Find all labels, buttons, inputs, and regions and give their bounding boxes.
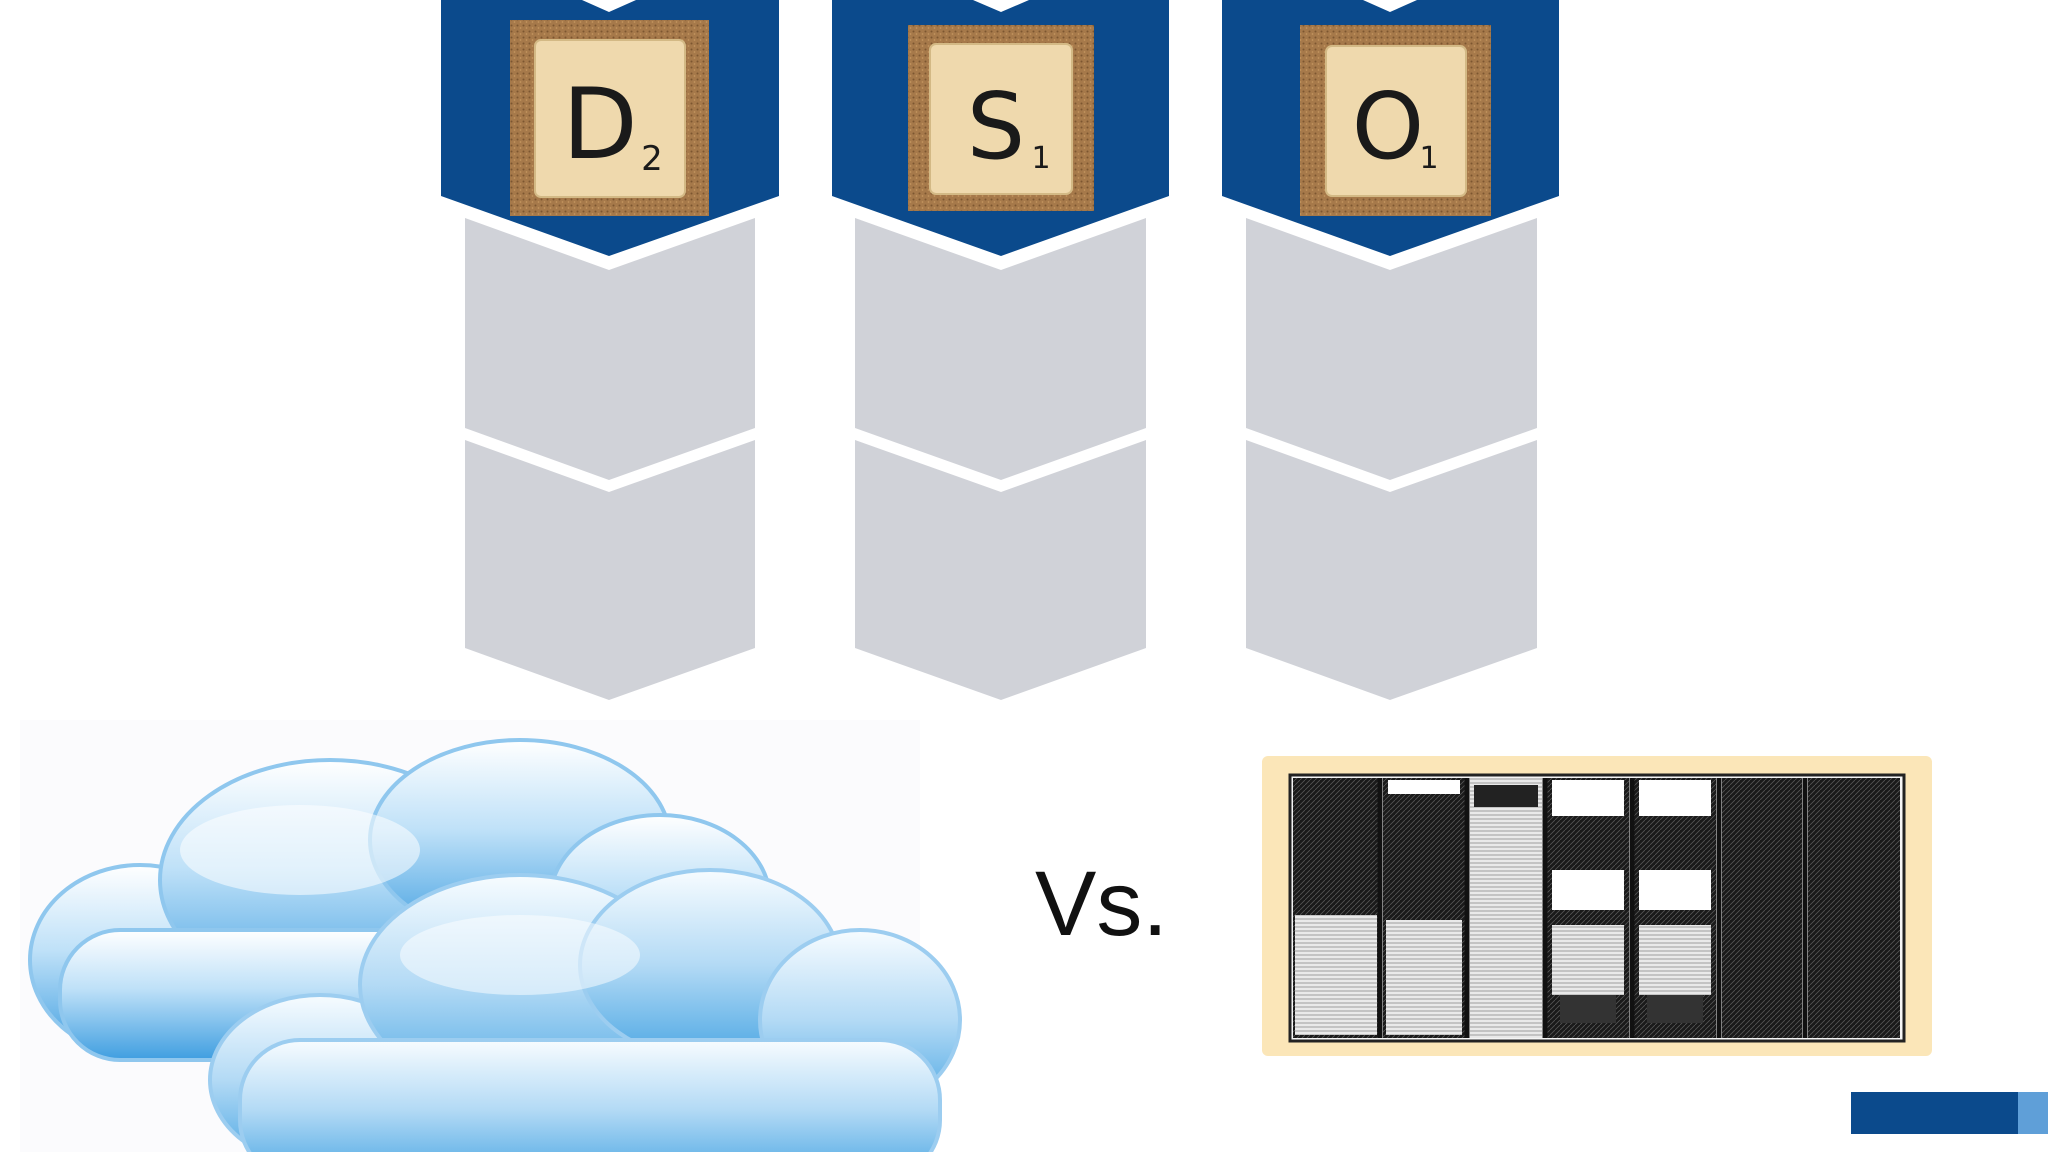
letter-tile: [929, 43, 1073, 195]
letter-tile: [1325, 45, 1467, 197]
cloud-icon: [20, 720, 962, 1152]
chevron-step-1: [465, 218, 755, 480]
versus-label: Vs.: [1035, 853, 1168, 955]
chevron-step-2: [855, 440, 1146, 700]
chevron-step-1: [855, 218, 1146, 480]
column-d: D 2: [441, 0, 779, 700]
server-rack-icon: [1262, 756, 1932, 1056]
accent-bar-tip: [2018, 1092, 2048, 1134]
column-o: O 1: [1222, 0, 1559, 700]
tile-letter: O: [1352, 73, 1424, 180]
tile-points: 1: [1419, 141, 1438, 176]
chevron-step-2: [465, 440, 755, 700]
tile-letter: S: [967, 73, 1025, 180]
chevron-step-2: [1246, 440, 1537, 700]
tile-letter: D: [562, 68, 637, 182]
column-s: S 1: [832, 0, 1169, 700]
tile-points: 2: [641, 139, 663, 179]
chevron-step-1: [1246, 218, 1537, 480]
tile-points: 1: [1031, 141, 1050, 176]
letter-tile: [534, 39, 686, 198]
accent-bar: [1851, 1092, 2018, 1134]
